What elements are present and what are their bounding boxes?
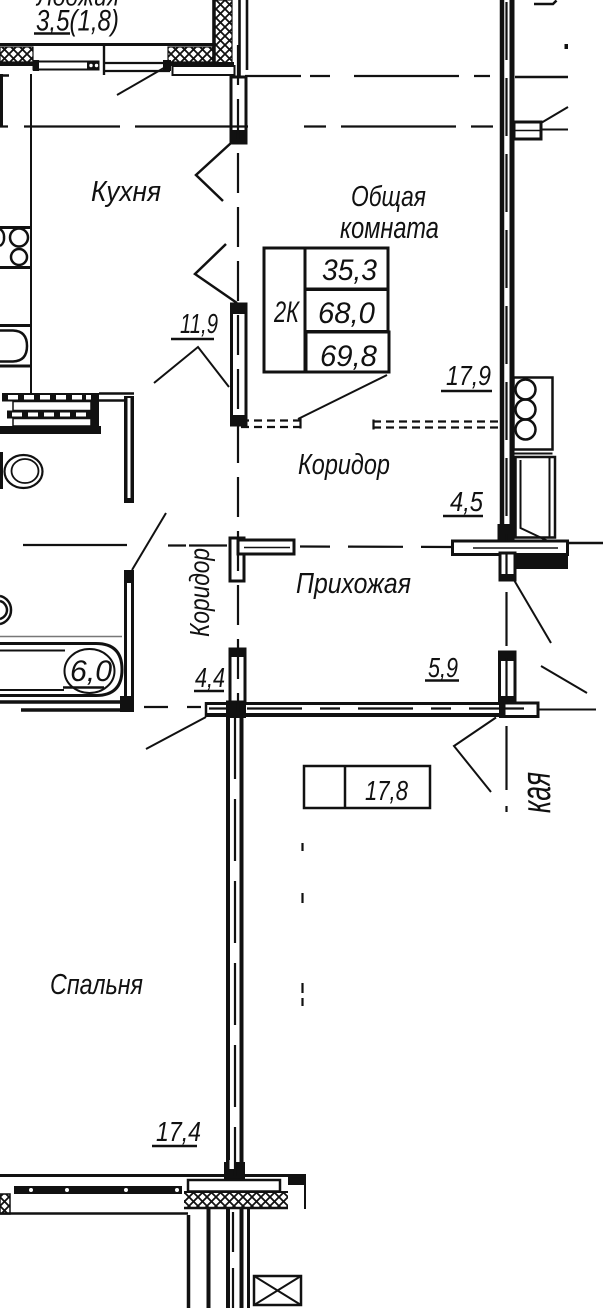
svg-text:Коридор: Коридор	[298, 448, 390, 481]
svg-text:4,4: 4,4	[195, 662, 225, 693]
svg-text:Общая: Общая	[351, 179, 426, 212]
svg-text:17,8: 17,8	[365, 776, 408, 807]
svg-text:6,0: 6,0	[70, 655, 112, 688]
svg-text:35,3: 35,3	[322, 254, 377, 287]
svg-text:17,9: 17,9	[446, 361, 491, 392]
svg-text:Спальня: Спальня	[50, 968, 143, 1001]
svg-text:комната: комната	[340, 210, 439, 245]
svg-text:4,5: 4,5	[450, 485, 484, 517]
svg-text:3,5(1,8): 3,5(1,8)	[36, 3, 119, 37]
svg-text:17,4: 17,4	[156, 1117, 201, 1148]
svg-text:2К: 2К	[273, 295, 300, 329]
svg-text:68,0: 68,0	[318, 297, 375, 330]
svg-text:Кухня: Кухня	[91, 175, 161, 207]
svg-text:Прихожая: Прихожая	[296, 567, 411, 599]
svg-text:Лоджия: Лоджия	[35, 0, 119, 12]
svg-text:11,9: 11,9	[180, 309, 218, 340]
svg-text:Коридор: Коридор	[185, 548, 216, 637]
svg-text:69,8: 69,8	[320, 340, 377, 373]
svg-text:кая: кая	[513, 772, 560, 813]
svg-text:5,9: 5,9	[428, 652, 458, 683]
